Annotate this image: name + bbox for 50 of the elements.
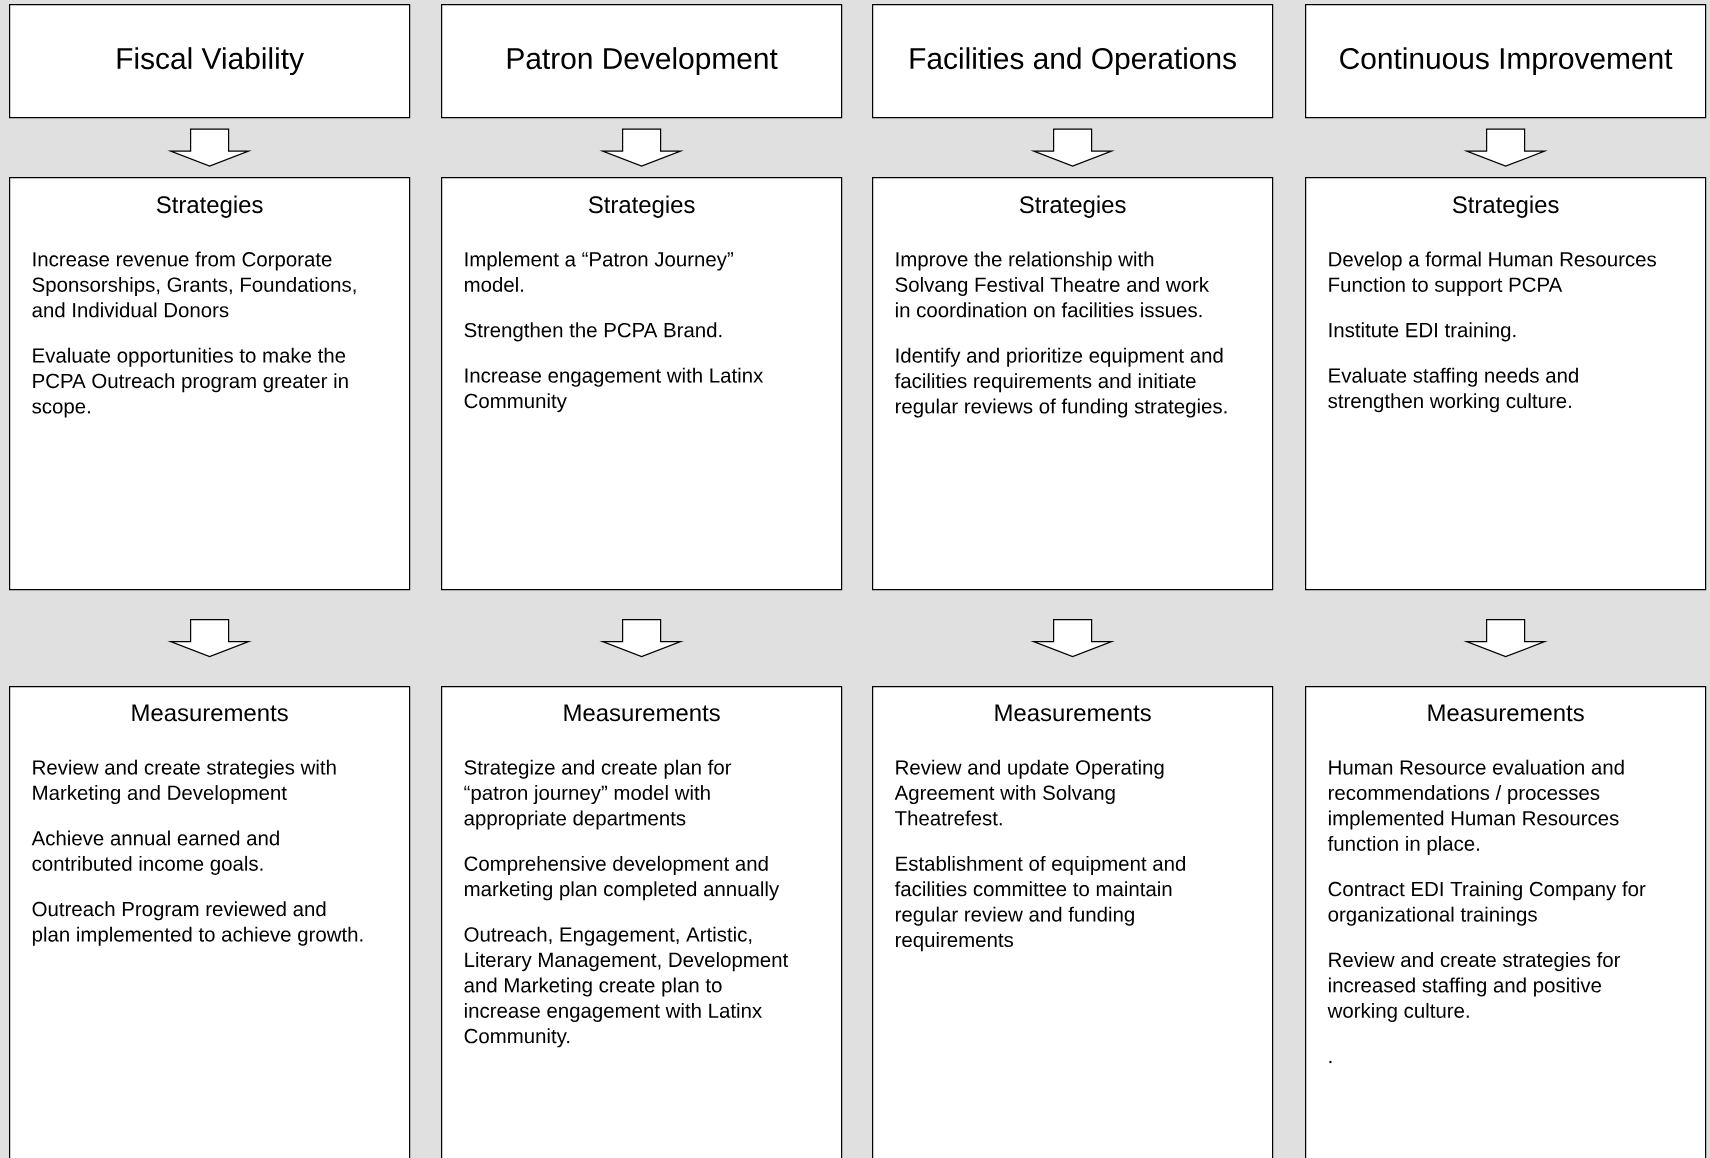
block-arrow: [1463, 619, 1548, 658]
paragraph: Human Resource evaluation and recommendations / processes implemented Human Resources function in place.: [1327, 759, 1624, 855]
box-heading: Measurements: [564, 704, 720, 722]
block-arrow: [1463, 128, 1548, 167]
paragraph: Strategize and create plan for “patron journey” model with appropriate departments: [464, 759, 732, 830]
block-arrow: [599, 128, 684, 167]
paragraph: Evaluate opportunities to make the PCPA Outreach program greater in scope.: [32, 347, 348, 418]
paragraph: Comprehensive development and marketing plan completed annually: [464, 855, 780, 901]
paragraph: Contract EDI Training Company for organizational trainings: [1328, 881, 1646, 926]
box-heading: Measurements: [995, 704, 1151, 722]
paragraph: Implement a “Patron Journey” model.: [464, 251, 733, 292]
paragraph: Identify and prioritize equipment and facilities requirements and initiate regular reviews of funding strategies.: [894, 347, 1227, 418]
text-box: [872, 177, 1274, 591]
box-heading: Strategies: [588, 195, 695, 218]
block-arrow: [167, 128, 252, 167]
paragraph: Increase engagement with Latinx Community: [464, 367, 764, 413]
paragraph: Strengthen the PCPA Brand.: [464, 322, 722, 342]
paragraph: Develop a formal Human Resources Function to support PCPA: [1329, 251, 1656, 296]
paragraph: Outreach, Engagement, Artistic, Literary Management, Development and Marketing create plan to increase engagement with Latinx Community.: [464, 926, 789, 1048]
header-box: Patron Development: [441, 4, 843, 119]
paragraph: Review and create strategies with Marketing and Development: [33, 759, 336, 805]
text-box: [441, 177, 843, 591]
paragraph: Increase revenue from Corporate Sponsorships, Grants, Foundations, and Individual Donors: [32, 251, 356, 318]
text-box: [872, 686, 1274, 1158]
text-box: [441, 686, 843, 1158]
box-heading: Strategies: [156, 195, 263, 218]
paragraph: Improve the relationship with Solvang Festival Theatre and work in coordination on facilities issues.: [895, 251, 1210, 318]
box-heading: Strategies: [1452, 195, 1559, 218]
text-box: [9, 177, 411, 591]
paragraph: Review and create strategies for increased staffing and positive working culture.: [1327, 952, 1621, 1022]
header-box: Facilities and Operations: [872, 4, 1274, 119]
block-arrow: [167, 619, 252, 658]
paragraph: Review and update Operating Agreement with Solvang Theatrefest.: [894, 759, 1164, 826]
box-heading: Strategies: [1019, 195, 1126, 218]
paragraph: Evaluate staffing needs and strengthen working culture.: [1328, 367, 1578, 413]
box-heading: Measurements: [1428, 704, 1584, 722]
text-box: [9, 686, 411, 1158]
paragraph: Achieve annual earned and contributed income goals.: [31, 830, 279, 875]
block-arrow: [599, 619, 684, 658]
header-box: Continuous Improvement: [1305, 4, 1707, 119]
paragraph: Institute EDI training.: [1329, 322, 1516, 342]
paragraph: .: [1329, 1060, 1332, 1064]
box-heading: Measurements: [132, 704, 288, 722]
paragraph: Outreach Program reviewed and plan implemented to achieve growth.: [32, 901, 363, 946]
text-box: [1305, 177, 1707, 591]
header-box: Fiscal Viability: [9, 4, 411, 119]
block-arrow: [1030, 128, 1115, 167]
block-arrow: [1030, 619, 1115, 658]
text-box: [1305, 686, 1707, 1158]
paragraph: Establishment of equipment and facilities committee to maintain regular review and funding requirements: [894, 855, 1186, 952]
